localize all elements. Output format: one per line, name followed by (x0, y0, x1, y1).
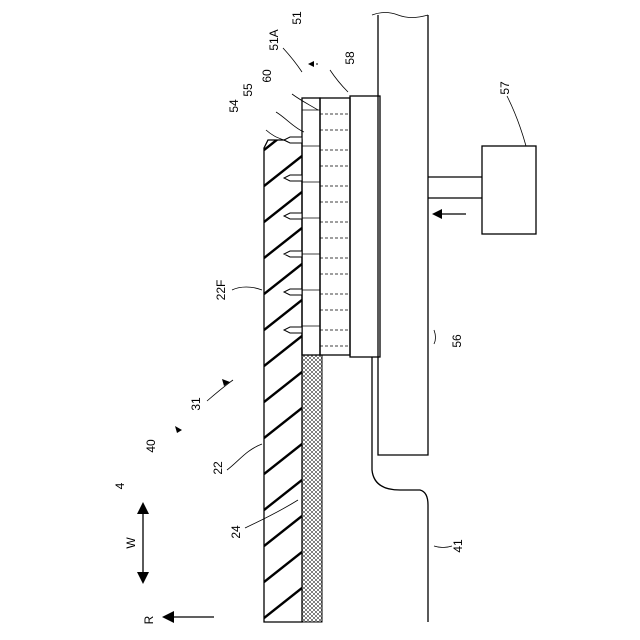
direction-r-arrowhead (162, 611, 174, 623)
hatch-stroke (264, 588, 302, 618)
hatch-stroke (264, 480, 302, 510)
direction-w (137, 502, 149, 584)
label-22: 22 (211, 461, 225, 475)
hatch-stroke (264, 444, 302, 474)
plate-60 (320, 98, 350, 355)
slot-group (302, 110, 350, 346)
label-31: 31 (189, 397, 203, 411)
hatch-stroke (264, 552, 302, 582)
break-line-top (372, 13, 428, 18)
hatch-stroke (264, 624, 302, 640)
direction-w-up-arrowhead (137, 502, 149, 514)
plate-58 (350, 96, 380, 357)
hatch-stroke (264, 516, 302, 546)
marker-40-arrowhead (175, 426, 182, 433)
label-54: 54 (227, 99, 241, 113)
pin-55 (284, 251, 302, 257)
layer-22-hatching (264, 120, 302, 640)
label-57: 57 (498, 81, 512, 95)
label-22F: 22F (214, 280, 228, 301)
hatch-stroke (264, 372, 302, 402)
marker-51-arrowhead (308, 61, 314, 67)
label-w: W (124, 537, 138, 549)
label-60: 60 (260, 69, 274, 83)
label-41: 41 (451, 539, 465, 553)
label-24: 24 (229, 525, 243, 539)
hatch-stroke (264, 300, 302, 330)
layer-22-outline (264, 140, 302, 622)
hatch-stroke (264, 408, 302, 438)
leader-lines (207, 48, 526, 548)
direction-r (162, 611, 214, 623)
hatch-stroke (264, 336, 302, 366)
direction-w-down-arrowhead (137, 572, 149, 584)
label-4: 4 (113, 482, 127, 489)
base-41 (372, 357, 428, 622)
pin-55 (284, 327, 302, 333)
label-40: 40 (144, 439, 158, 453)
label-51: 51 (290, 11, 304, 25)
pin-55 (284, 213, 302, 219)
actuator-57 (482, 146, 536, 234)
label-55: 55 (241, 83, 255, 97)
layer-24 (302, 355, 322, 622)
holder-column-54 (302, 98, 320, 355)
pin-55 (284, 289, 302, 295)
holder-51 (284, 96, 380, 357)
label-51A: 51A (267, 29, 281, 50)
layer-22 (264, 120, 302, 640)
hatch-stroke (264, 120, 302, 150)
member-56 (378, 15, 428, 455)
pin-55 (284, 175, 302, 181)
label-56: 56 (450, 334, 464, 348)
label-58: 58 (343, 51, 357, 65)
movement-arrow-head (432, 209, 442, 219)
label-r: R (142, 615, 156, 624)
pin-55 (284, 137, 302, 143)
